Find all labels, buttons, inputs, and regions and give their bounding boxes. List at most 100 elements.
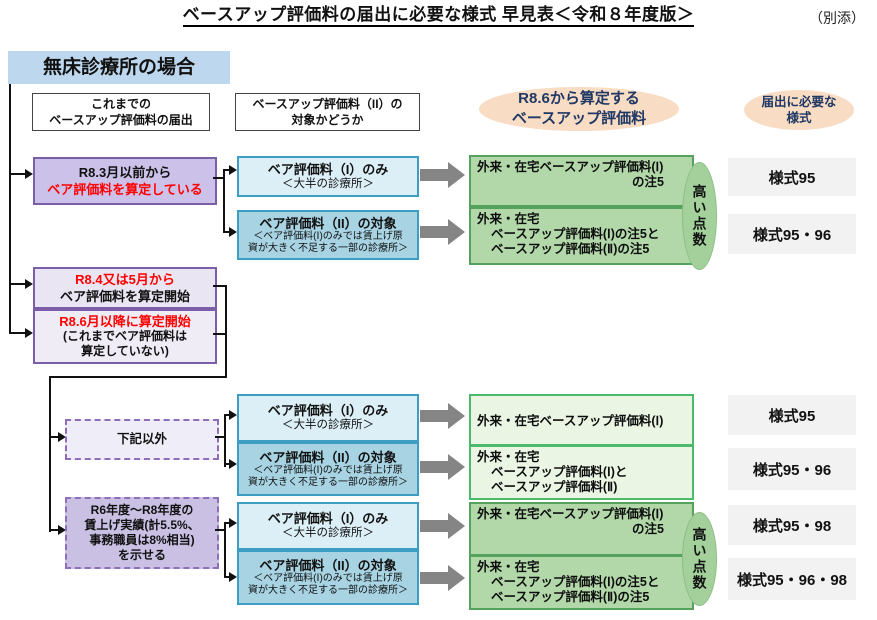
form-box-95-b: 様式95 [728,395,856,435]
header-calc-line1: R8.6から算定する [518,90,640,107]
before-mar-line2: ベア評価料を算定している [47,182,203,197]
connector-line [213,177,225,179]
column-header-past-notification: これまでの ベースアップ評価料の届出 [32,93,210,131]
wage-line3: 事務職員は8%相当) [89,533,195,547]
result-r4b-line1: 外来・在宅 [477,560,540,574]
block-arrow-r3b [420,454,465,480]
arrow-to-mid-r1b [225,227,237,237]
result-r1b-line2: ベースアップ評価料(Ⅰ)の注5と [491,227,660,241]
mid-box-target2-r1: ベア評価料（II）の対象 ＜ベア評価料(Ⅰ)のみでは賃上げ原 資が大きく不足する… [237,210,419,260]
form-box-95-98: 様式95・98 [728,505,856,545]
result-r1a-line1: 外来・在宅ベースアップ評価料(Ⅰ) [477,160,664,174]
block-arrow-r4b [420,565,465,591]
column-header-calc-from-r86: R8.6から算定する ベースアップ評価料 [479,87,679,131]
mid-target2-sub1: ＜ベア評価料(Ⅰ)のみでは賃上げ原 [253,230,403,242]
page-title: ベースアップ評価料の届出に必要な様式 早見表＜令和８年度版＞ [182,5,695,27]
result-r3b-line3: ベースアップ評価料(Ⅱ) [491,480,618,494]
result-r4b-line2: ベースアップ評価料(Ⅰ)の注5と [491,575,660,589]
arrow-to-wage [50,525,66,535]
mid-target2-sub2: 資が大きく不足する一部の診療所＞ [248,476,408,488]
before-mar-line1: R8.3月以前から [78,165,172,180]
connector-line [215,529,226,531]
apr-may-line2: ベア評価料を算定開始 [59,289,190,304]
result-box-r3b: 外来・在宅 ベースアップ評価料(Ⅰ)と ベースアップ評価料(Ⅱ) [469,445,694,500]
result-r1a-line2: の注5 [632,175,664,189]
header-forms-line1: 届出に必要な [761,95,837,109]
mid-target2-sub1: ＜ベア評価料(Ⅰ)のみでは賃上げ原 [253,464,403,476]
result-r4a-line1: 外来・在宅ベースアップ評価料(Ⅰ) [477,507,664,521]
high-points-badge-r4: 高い点数 [682,512,717,606]
result-box-r1b: 外来・在宅 ベースアップ評価料(Ⅰ)の注5と ベースアップ評価料(Ⅱ)の注5 [469,207,694,265]
wage-line4: を示せる [117,548,166,562]
mid-box-only1-r3: ベア評価料（I）のみ ＜大半の診療所＞ [237,394,419,442]
mid-only-sub: ＜大半の診療所＞ [282,419,374,431]
decision-box-wage-record: R6年度～R8年度の 賃上げ実績(計5.5%、 事務職員は8%相当) を示せる [65,497,219,569]
after-jun-line3: 算定していない) [81,344,169,358]
result-r3a-line1: 外来・在宅ベースアップ評価料(Ⅰ) [477,414,664,428]
mid-only-title: ベア評価料（I）のみ [267,161,389,177]
annex-label: （別添） [809,10,865,26]
connector-line [215,436,226,438]
header-calc-line2: ベースアップ評価料 [511,110,647,127]
section-banner-no-bed-clinic: 無床診療所の場合 [8,51,230,84]
apr-may-line1: R8.4又は5月から [75,272,175,287]
header-target-line1: ベースアップ評価料（II）の [252,97,403,111]
header-forms-line2: 様式 [786,111,812,125]
decision-box-before-mar: R8.3月以前から ベア評価料を算定している [33,157,217,205]
wage-line2: 賃上げ実績(計5.5%、 [84,518,200,532]
result-r1b-line3: ベースアップ評価料(Ⅱ)の注5 [491,242,650,256]
mid-only-sub: ＜大半の診療所＞ [282,177,374,190]
result-box-r4a: 外来・在宅ベースアップ評価料(Ⅰ) の注5 [469,502,694,556]
result-box-r4b: 外来・在宅 ベースアップ評価料(Ⅰ)の注5と ベースアップ評価料(Ⅱ)の注5 [469,555,694,610]
arrow-to-mid-r3b [226,459,237,469]
column-header-target2: ベースアップ評価料（II）の 対象かどうか [235,93,420,131]
form-box-95-96-98: 様式95・96・98 [728,558,856,600]
connector-line [224,414,226,467]
result-box-r3a: 外来・在宅ベースアップ評価料(Ⅰ) [469,394,694,446]
decision-box-other: 下記以外 [65,419,219,460]
mid-box-target2-r3: ベア評価料（II）の対象 ＜ベア評価料(Ⅰ)のみでは賃上げ原 資が大きく不足する… [237,442,419,496]
form-box-95-96: 様式95・96 [728,214,856,254]
connector-line [50,376,227,378]
block-arrow-r1a [420,162,465,188]
arrow-to-mid-r1a [225,165,237,175]
mid-target2-title: ベア評価料（II）の対象 [259,449,397,465]
column-header-required-forms: 届出に必要な 様式 [744,90,854,130]
mid-box-only1-r1: ベア評価料（I）のみ ＜大半の診療所＞ [237,156,419,197]
connector-line [225,285,227,378]
mid-target2-title: ベア評価料（II）の対象 [259,215,397,231]
after-jun-line1: R8.6月以降に算定開始 [59,314,191,329]
connector-line [213,285,227,287]
arrow-to-mid-r4b [226,572,237,582]
header-past-line1: これまでの [90,97,151,111]
arrow-to-other [50,432,66,442]
arrow-to-mid-r3a [226,410,237,420]
result-r3b-line1: 外来・在宅 [477,450,540,464]
page-title-row: ベースアップ評価料の届出に必要な様式 早見表＜令和８年度版＞ [0,0,877,27]
decision-box-apr-may: R8.4又は5月から ベア評価料を算定開始 [33,267,217,309]
mid-target2-sub1: ＜ベア評価料(Ⅰ)のみでは賃上げ原 [253,573,403,584]
result-r4b-line3: ベースアップ評価料(Ⅱ)の注5 [491,590,650,604]
mid-only-title: ベア評価料（I）のみ [267,511,389,526]
header-target-line2: 対象かどうか [291,113,364,127]
after-jun-line2: (これまでベア評価料は [63,329,187,343]
header-past-line2: ベースアップ評価料の届出 [49,113,193,127]
form-box-95: 様式95 [728,158,856,196]
arrow-to-after-jun [10,328,33,338]
wage-line1: R6年度～R8年度の [90,503,194,517]
connector-line [213,333,227,335]
arrow-to-apr-may [10,279,33,289]
other-label: 下記以外 [116,432,167,446]
block-arrow-r4a [420,513,465,539]
mid-box-only1-r4: ベア評価料（I）のみ ＜大半の診療所＞ [237,502,419,550]
result-r3b-line2: ベースアップ評価料(Ⅰ)と [491,465,628,479]
mid-box-target2-r4: ベア評価料（II）の対象 ＜ベア評価料(Ⅰ)のみでは賃上げ原 資が大きく不足する… [237,550,419,605]
form-box-95-96-b: 様式95・96 [728,448,856,490]
block-arrow-r1b [420,219,465,245]
arrow-to-mid-r4a [226,518,237,528]
connector-line [49,376,51,532]
arrow-to-before-mar [10,169,33,179]
mid-only-sub: ＜大半の診療所＞ [282,527,374,539]
result-r4a-line2: の注5 [632,522,664,536]
mid-target2-sub2: 資が大きく不足する一部の診療所＞ [248,585,408,596]
